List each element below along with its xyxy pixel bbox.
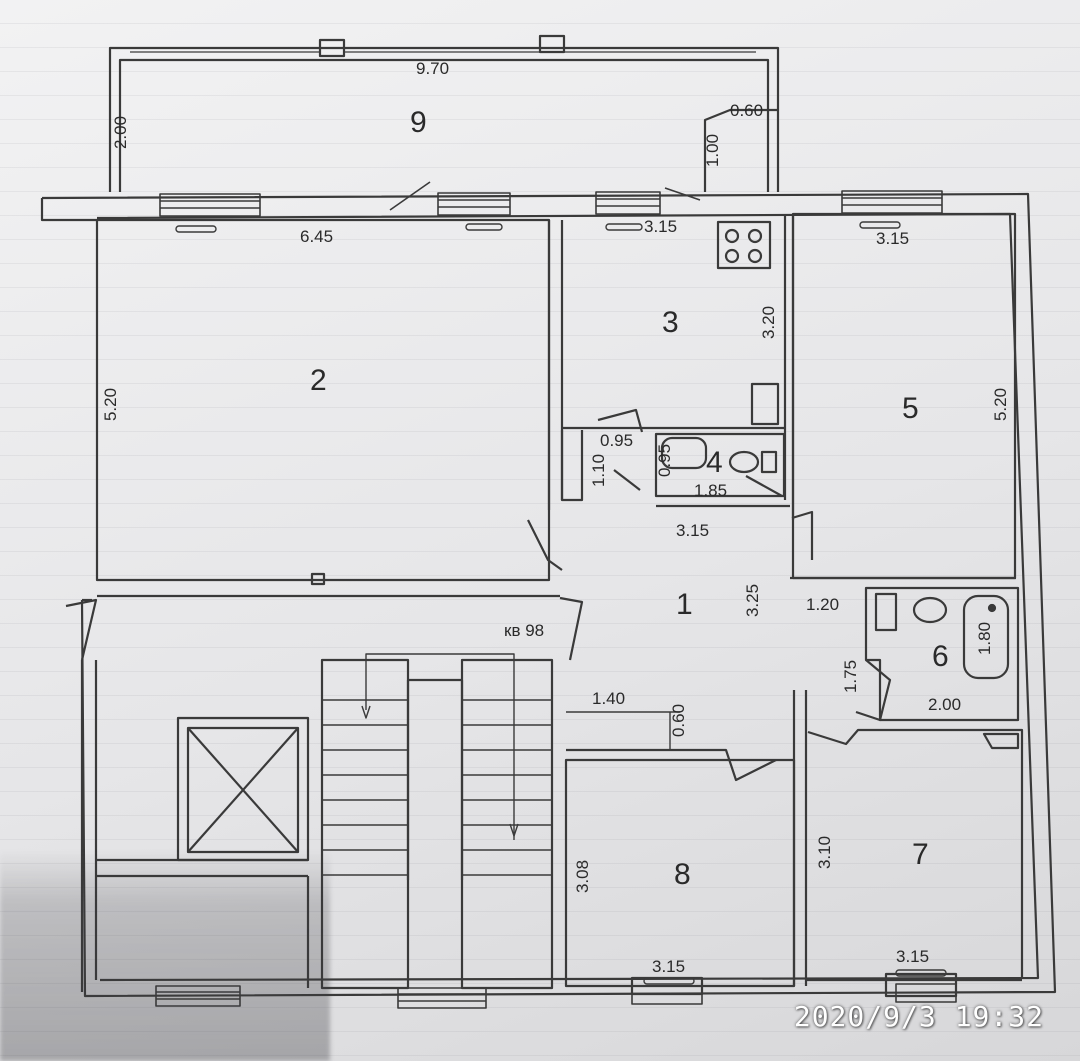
dim-room6-entry: 1.20 — [806, 595, 840, 614]
dim-corridor-w: 0.60 — [669, 703, 689, 738]
outer-walls — [40, 192, 1057, 998]
dim-balcony-width: 9.70 — [416, 59, 450, 78]
room-1-label: 1 — [676, 588, 693, 621]
dim-room6-width: 2.00 — [928, 695, 962, 714]
top-windows — [159, 181, 943, 217]
dim-hall-depth: 3.25 — [743, 583, 763, 618]
room-4-walls — [527, 408, 814, 571]
photo-timestamp: 2020/9/3 19:32 — [794, 1000, 1044, 1033]
photo-shadow — [0, 850, 330, 1061]
dim-hall-width: 3.15 — [676, 521, 710, 540]
room-4-label: 4 — [706, 446, 723, 479]
room-6-label: 6 — [932, 640, 949, 673]
bottom-windows — [155, 983, 957, 1009]
dim-closet-w: 0.95 — [600, 431, 634, 450]
dim-room6-side: 1.75 — [841, 659, 861, 694]
dim-closet-h: 1.10 — [589, 453, 609, 488]
dim-balcony-notch-w: 0.60 — [730, 101, 764, 120]
dim-balcony-depth: 2.00 — [111, 115, 131, 150]
dim-room8-width: 3.15 — [652, 957, 686, 976]
dim-room5-depth: 5.20 — [991, 387, 1011, 422]
apartment-label: кв 98 — [504, 621, 545, 640]
room-7-label: 7 — [912, 838, 929, 871]
room-2-walls — [95, 218, 551, 582]
dim-room3-width: 3.15 — [644, 217, 678, 236]
room-9-label: 9 — [410, 106, 427, 139]
dim-room7-width: 3.15 — [896, 947, 930, 966]
dim-room8-depth: 3.08 — [573, 859, 593, 894]
room-8-walls — [564, 690, 808, 996]
dim-room7-depth: 3.10 — [815, 835, 835, 870]
dim-room2-depth: 5.20 — [101, 387, 121, 422]
dim-bath-length: 1.80 — [975, 621, 995, 656]
radiators — [175, 221, 947, 985]
dim-room4-small: 0.95 — [655, 443, 675, 478]
elevator-shaft — [96, 716, 310, 988]
balcony-outline — [108, 34, 780, 192]
dim-room4-width: 1.85 — [694, 481, 728, 500]
timestamp-time: 19:32 — [954, 1000, 1044, 1033]
room-6-walls — [855, 586, 1020, 722]
dim-corridor-len: 1.40 — [592, 689, 626, 708]
room-8-label: 8 — [674, 858, 691, 891]
room-2-label: 2 — [310, 364, 327, 397]
dim-room5-width: 3.15 — [876, 229, 910, 248]
dim-room3-depth: 3.20 — [759, 305, 779, 340]
room-7-walls — [806, 728, 1024, 998]
dim-room2-width: 6.45 — [300, 227, 334, 246]
room-5-label: 5 — [902, 392, 919, 425]
timestamp-date: 2020/9/3 — [793, 1000, 937, 1033]
dim-balcony-notch-h: 1.00 — [703, 133, 723, 168]
stairwell — [65, 596, 584, 990]
room-3-label: 3 — [662, 306, 679, 339]
